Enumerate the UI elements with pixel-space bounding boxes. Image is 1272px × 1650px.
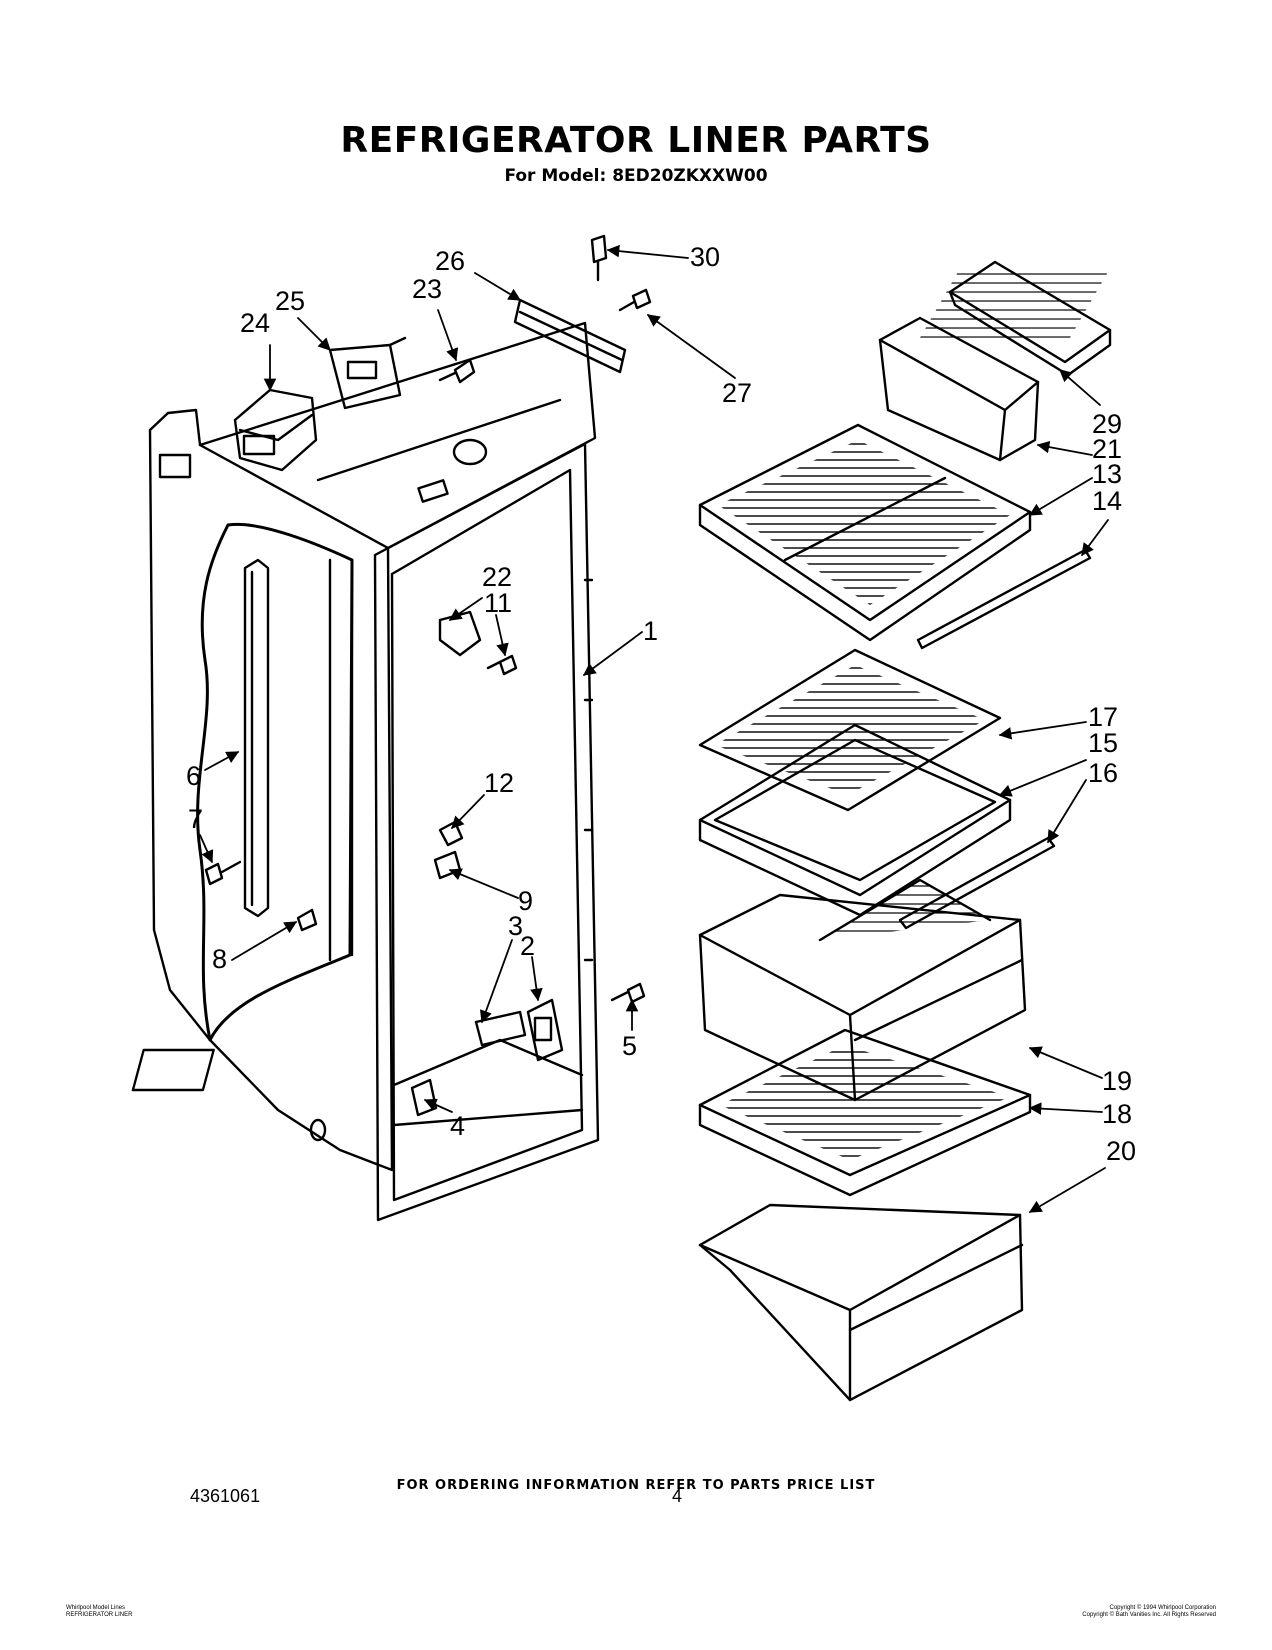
callout-20: 20 — [1106, 1136, 1136, 1166]
wire-shelf-13 — [698, 423, 1032, 642]
switch-4 — [410, 1078, 438, 1117]
callout-14: 14 — [1092, 486, 1122, 516]
callout-18: 18 — [1102, 1099, 1132, 1129]
callout-11: 11 — [484, 588, 512, 618]
fine-print-right-line-1: Copyright © 1994 Whirlpool Corporation — [1109, 1605, 1216, 1611]
part-9 — [433, 850, 462, 880]
callout-24: 24 — [240, 308, 270, 338]
callout-8: 8 — [212, 944, 227, 974]
screw-23 — [438, 358, 476, 384]
callout-5: 5 — [622, 1031, 637, 1061]
callout-30: 30 — [690, 242, 720, 272]
document-number: 4361061 — [190, 1486, 261, 1506]
bracket-25 — [328, 336, 407, 410]
part-8 — [296, 908, 318, 932]
part-12 — [438, 820, 464, 847]
crisper-cover-18 — [698, 1028, 1032, 1197]
drawer-20 — [698, 1203, 1024, 1402]
bracket-2 — [526, 998, 564, 1062]
callout-4: 4 — [450, 1111, 465, 1141]
callout-21: 21 — [1092, 434, 1122, 464]
clip-30 — [590, 234, 608, 282]
callout-1: 1 — [643, 616, 658, 646]
shelf-trim-14 — [916, 548, 1092, 650]
fine-print-left: Whirlpool Model Lines REFRIGERATOR LINER — [66, 1605, 132, 1619]
ice-tray-29 — [916, 260, 1112, 377]
page-number: 4 — [672, 1486, 683, 1506]
fine-print-left-line-2: REFRIGERATOR LINER — [66, 1612, 133, 1618]
callout-3: 3 — [508, 911, 523, 941]
bracket-22 — [438, 610, 482, 657]
callout-19: 19 — [1102, 1066, 1132, 1096]
fine-print-right-line-2: Copyright © Bath Vanities Inc. All Right… — [1082, 1612, 1216, 1618]
cover-3 — [474, 1010, 527, 1047]
callout-23: 23 — [412, 274, 442, 304]
callout-17: 17 — [1088, 702, 1118, 732]
callout-15: 15 — [1088, 728, 1118, 758]
screw-5 — [610, 982, 646, 1004]
callout-9: 9 — [518, 886, 533, 916]
callout-26: 26 — [435, 246, 465, 276]
crisper-drawer-19 — [698, 878, 1027, 1102]
callout-29: 29 — [1092, 409, 1122, 439]
callout-12: 12 — [484, 768, 514, 798]
callout-22: 22 — [482, 562, 512, 592]
callout-labels: 1 2 3 4 5 6 7 8 9 11 12 13 14 15 16 17 1… — [186, 242, 1136, 1166]
callout-25: 25 — [275, 286, 305, 316]
screw-7 — [204, 860, 242, 886]
screw-11 — [486, 654, 518, 676]
rail-26 — [513, 298, 627, 374]
callout-27: 27 — [722, 378, 752, 408]
fine-print-left-line-1: Whirlpool Model Lines — [66, 1605, 126, 1611]
callout-6: 6 — [186, 761, 201, 791]
callout-7: 7 — [188, 804, 203, 834]
glass-shelf-17 — [698, 648, 1002, 812]
fine-print-right: Copyright © 1994 Whirlpool Corporation C… — [1082, 1605, 1216, 1619]
refrigerator-liner — [131, 321, 600, 1222]
callout-2: 2 — [520, 931, 535, 961]
model-subtitle: For Model: 8ED20ZKXXW00 — [504, 166, 768, 186]
screw-27 — [618, 288, 652, 312]
diagram-title: REFRIGERATOR LINER PARTS — [340, 120, 932, 161]
leader-lines — [199, 244, 1109, 1213]
callout-13: 13 — [1092, 459, 1122, 489]
callout-16: 16 — [1088, 758, 1118, 788]
ordering-note: FOR ORDERING INFORMATION REFER TO PARTS … — [396, 1478, 876, 1493]
storage-bin-21 — [878, 316, 1040, 462]
